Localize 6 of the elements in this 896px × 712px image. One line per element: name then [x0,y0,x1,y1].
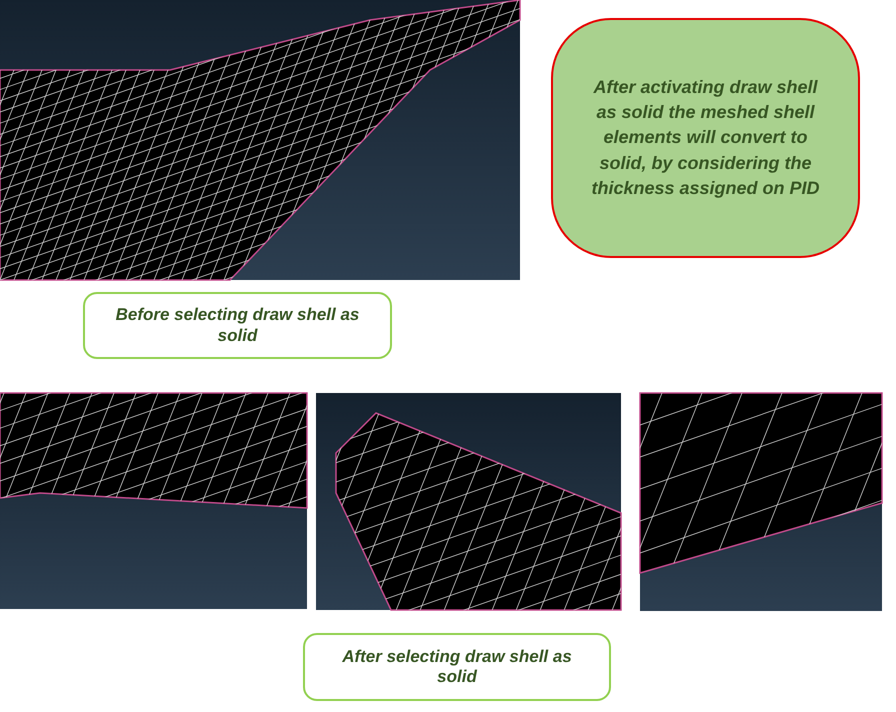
caption-box [83,292,392,359]
callout-text: After selecting draw shell as solid [341,646,573,688]
caption-box [303,633,611,701]
note-callout [551,18,860,258]
callout-text: After activating draw shell as solid the meshed shell elements will convert to solid, by considering the thickness assigned on PID [590,76,821,200]
callout-text: Before selecting draw shell as solid [114,305,360,346]
